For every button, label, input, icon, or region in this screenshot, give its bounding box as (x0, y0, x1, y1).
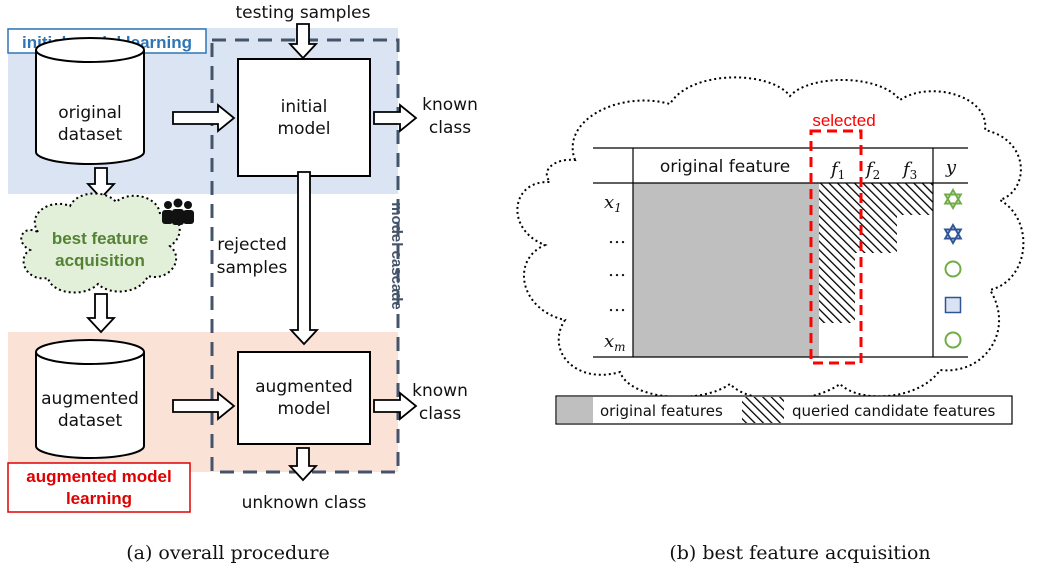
row-label: … (608, 295, 626, 316)
augmented-learning-label-2: learning (66, 489, 132, 508)
panel-b: original feature f1 f2 f3 y x1………xm sele… (516, 76, 1025, 564)
legend-queried-swatch (742, 397, 784, 423)
caption-a: (a) overall procedure (126, 542, 330, 564)
best-feature-label-1: best feature (52, 229, 148, 248)
y-symbol-blue-square (944, 296, 962, 314)
row-label: … (608, 227, 626, 248)
augmented-dataset-label-2: dataset (58, 411, 123, 431)
y-symbol-green-star (943, 187, 963, 211)
original-dataset-cylinder: original dataset (35, 37, 145, 165)
arrow-acquisition-to-augmented (85, 293, 117, 334)
y-symbols (943, 187, 963, 349)
testing-samples-label: testing samples (235, 3, 370, 23)
original-feature-area (633, 183, 819, 357)
people-icon (162, 198, 194, 225)
best-feature-label-2: acquisition (55, 251, 145, 270)
augmented-dataset-label-1: augmented (41, 389, 139, 409)
hatch-f2-f3-row1 (855, 183, 933, 215)
augmented-model-label-1: augmented (255, 377, 353, 397)
arrow-augmented-dataset-to-model (172, 391, 236, 421)
initial-model-label-1: initial (281, 97, 328, 117)
arrow-dataset-to-initial (172, 103, 236, 133)
legend-original-label: original features (600, 402, 723, 420)
panel-a: initial model learning model cascade tes… (7, 3, 478, 564)
known-class-2-label-2: class (419, 404, 461, 424)
selected-label: selected (812, 111, 875, 130)
augmented-model-label-2: model (278, 399, 331, 419)
unknown-class-label: unknown class (242, 493, 367, 513)
rejected-samples-label-2: samples (217, 258, 288, 278)
row-label: … (608, 260, 626, 281)
best-feature-acquisition-cloud: best feature acquisition (20, 192, 181, 294)
row-labels: x1 … … … xm (604, 192, 626, 354)
model-cascade-label: model cascade (388, 202, 405, 310)
feature-table (593, 147, 968, 358)
arrow-initial-to-known (373, 103, 418, 133)
augmented-dataset-cylinder: augmented dataset (35, 339, 145, 459)
arrow-rejected-samples (288, 171, 320, 346)
arrow-to-unknown (287, 447, 319, 482)
rejected-samples-label-1: rejected (217, 235, 287, 255)
known-class-1-label-2: class (429, 118, 471, 138)
y-symbol-green-circle (944, 260, 962, 278)
original-dataset-label-2: dataset (58, 125, 123, 145)
row-label: xm (604, 331, 626, 354)
hatch-f1-rows (819, 183, 855, 323)
legend-queried-label: queried candidate features (792, 402, 995, 420)
augmented-learning-label-box (7, 462, 191, 513)
augmented-model-box (237, 351, 371, 445)
known-class-1-label-1: known (422, 95, 478, 115)
testing-samples-arrow (287, 23, 319, 60)
augmented-learning-label-1: augmented model (26, 467, 171, 486)
header-y: y (945, 157, 957, 178)
known-class-2-label-1: known (412, 381, 468, 401)
header-original-feature: original feature (660, 157, 790, 177)
original-dataset-label-1: original (58, 103, 122, 123)
arrow-augmented-to-known (373, 391, 418, 421)
row-label: x1 (604, 192, 622, 215)
legend-original-swatch (557, 397, 593, 423)
initial-model-box (237, 58, 371, 177)
legend: original features queried candidate feat… (555, 395, 1013, 425)
selected-box (809, 129, 863, 365)
initial-model-label-2: model (278, 119, 331, 139)
caption-b: (b) best feature acquisition (669, 542, 930, 564)
arrow-dataset-to-acquisition (85, 167, 117, 200)
queried-candidate-features (819, 183, 933, 323)
y-symbol-green-circle (944, 331, 962, 349)
y-symbol-blue-star (943, 222, 963, 246)
